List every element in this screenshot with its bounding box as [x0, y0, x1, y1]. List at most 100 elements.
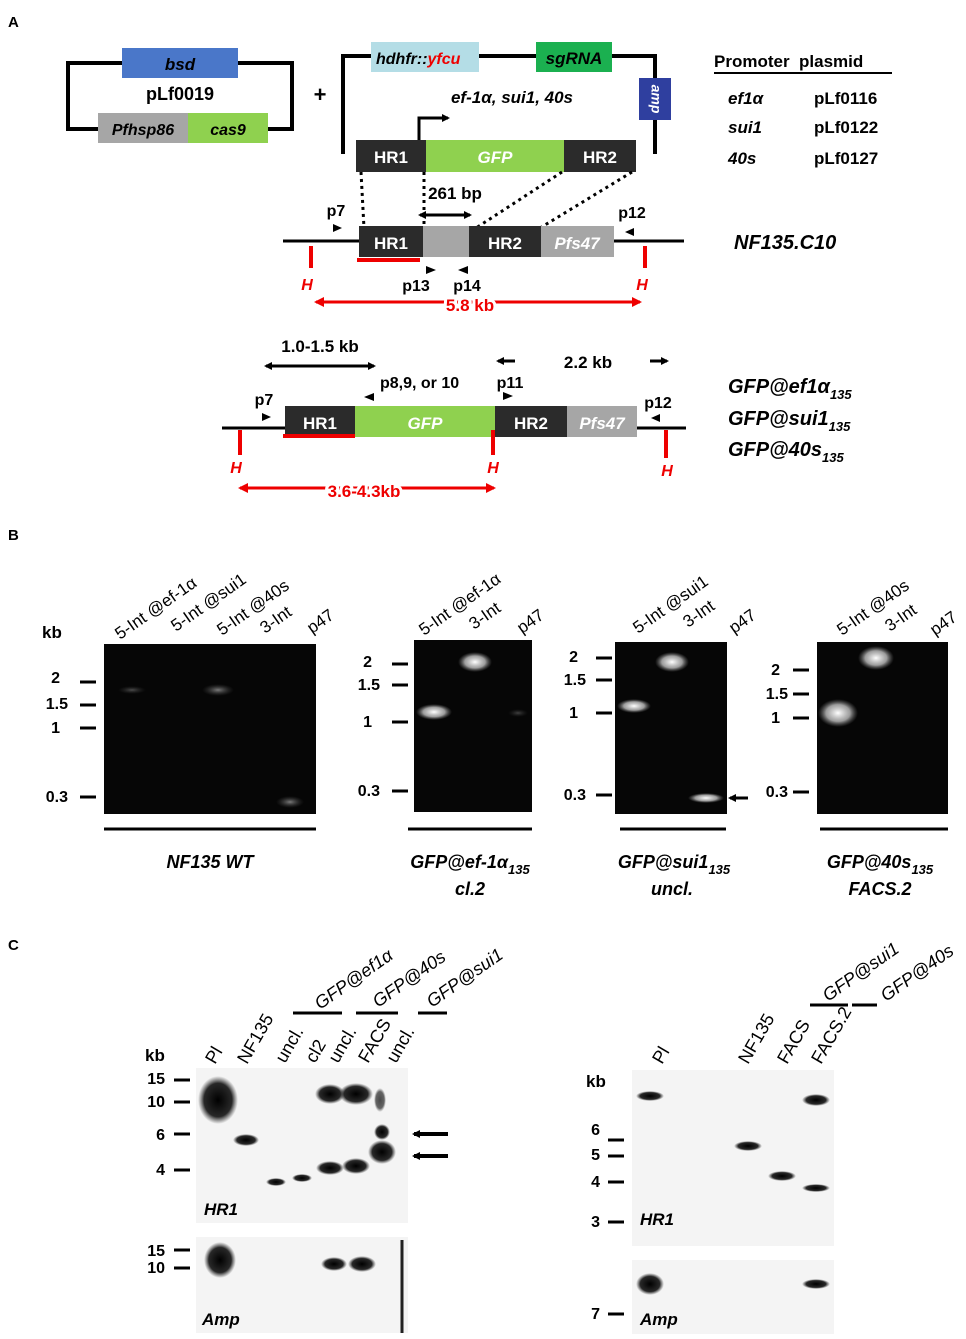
gel4-lane-3: p47 — [926, 607, 960, 639]
blotR-bm-7: 7 — [591, 1306, 600, 1323]
gel1-marker-2: 2 — [51, 670, 60, 687]
blotR-m-6: 6 — [591, 1122, 600, 1139]
gel2-marker-1: 1 — [363, 714, 372, 731]
wt-locus: 261 bp p7 p12 HR1 HR2 Pfs47 p13 p14 H H … — [283, 184, 836, 318]
gel3-marker-0-3: 0.3 — [564, 787, 586, 804]
sgrna-label: sgRNA — [546, 49, 603, 68]
bsd-label: bsd — [165, 55, 196, 74]
gel2-label: GFP@ef-1α135 — [410, 852, 530, 877]
gel1-label: NF135 WT — [166, 852, 255, 872]
southern-blot-left: Pl NF135 uncl. cl2 uncl. FACS uncl. GFP@… — [145, 944, 507, 1333]
mut-p7: p7 — [255, 392, 274, 409]
pfhsp86-label: Pfhsp86 — [112, 122, 174, 139]
wt-hr2: HR2 — [488, 234, 522, 253]
gel4-marker-1: 1 — [771, 710, 780, 727]
gel-gfp-ef1a: 5-Int @ef-1α 3-Int p47 2 1.5 1 0.3 GFP@e… — [358, 569, 548, 899]
wt-p13: p13 — [402, 278, 430, 295]
blotR-m-4: 4 — [591, 1174, 600, 1191]
mut-p11: p11 — [497, 375, 524, 392]
table-promoter-1: ef1α — [728, 89, 765, 108]
blotR-kb: kb — [586, 1072, 606, 1091]
gel3-label2: uncl. — [651, 879, 693, 899]
gel4-marker-2: 2 — [771, 662, 780, 679]
wt-5-8-kb: 5.8 kb — [446, 296, 494, 315]
southern-blot-right: Pl NF135 FACS FACS.2 GFP@sui1 GFP@40s kb… — [586, 938, 957, 1334]
mut-3-6-4-3-kb: 3.6-4.3kb — [328, 482, 401, 501]
range-1-0-1-5: 1.0-1.5 kb — [281, 337, 359, 356]
blotL-lane-1: Pl — [201, 1043, 226, 1067]
plasmid-pLf0019: bsd pLf0019 Pfhsp86 cas9 — [66, 48, 294, 143]
blotL-m-15: 15 — [147, 1071, 165, 1088]
table-plasmid-3: pLf0127 — [814, 149, 878, 168]
blotR-lane-2: NF135 — [734, 1010, 778, 1067]
bp-label: 261 bp — [428, 184, 482, 203]
gel-gfp-40s: 5-Int @40s 3-Int p47 2 1.5 1 0.3 GFP@40s… — [766, 576, 961, 899]
wt-h-right: H — [636, 277, 648, 294]
gel2-lane-3: p47 — [513, 605, 547, 637]
gel-gfp-sui1: 5-Int @sui1 3-Int p47 2 1.5 1 0.3 GFP@su… — [564, 572, 760, 899]
hdhfr-label: hdhfr::yfcu — [376, 51, 461, 68]
mut-h-2: H — [487, 460, 499, 477]
hr1-donor: HR1 — [374, 148, 408, 167]
blotL-m-6: 6 — [156, 1127, 165, 1144]
gel-nf135-wt: 5-Int @ef-1α 5-Int @sui1 5-Int @40s 3-In… — [46, 570, 338, 872]
gel4-label2: FACS.2 — [848, 879, 911, 899]
blotL-kb: kb — [145, 1046, 165, 1065]
wt-hr1: HR1 — [374, 234, 408, 253]
mut-name-3: GFP@40s135 — [728, 439, 844, 465]
blotL-bm-15: 15 — [147, 1243, 165, 1260]
blotR-m-5: 5 — [591, 1147, 600, 1164]
wt-strain-name: NF135.C10 — [734, 232, 836, 254]
gel1-marker-1-5: 1.5 — [46, 696, 68, 713]
gel2-label2: cl.2 — [455, 879, 485, 899]
blotL-bm-10: 10 — [147, 1260, 165, 1277]
mut-name-2: GFP@sui1135 — [728, 408, 851, 434]
mut-pfs47: Pfs47 — [579, 414, 626, 433]
panel-a-label: A — [8, 14, 19, 31]
gel2-marker-1-5: 1.5 — [358, 677, 380, 694]
amp-label: amp — [648, 85, 664, 114]
blotR-lane-3: FACS — [773, 1016, 814, 1067]
gel3-marker-1-5: 1.5 — [564, 672, 586, 689]
panel-b-label: B — [8, 527, 19, 544]
table-promoter-3: 40s — [727, 149, 756, 168]
blotR-m-3: 3 — [591, 1214, 600, 1231]
gel4-marker-1-5: 1.5 — [766, 686, 788, 703]
gel2-marker-0-3: 0.3 — [358, 783, 380, 800]
blotR-lane-4: FACS.2 — [807, 1003, 855, 1067]
blotL-lane-5: uncl. — [324, 1023, 360, 1066]
gel3-marker-2: 2 — [569, 649, 578, 666]
range-2-2: 2.2 kb — [564, 353, 612, 372]
mut-name-1: GFP@ef1α135 — [728, 376, 852, 402]
gel4-label: GFP@40s135 — [827, 852, 934, 877]
plus-sign: + — [314, 82, 327, 107]
gel4-marker-0-3: 0.3 — [766, 784, 788, 801]
mut-gfp: GFP — [408, 414, 444, 433]
wt-h-left: H — [301, 277, 313, 294]
plasmid-donor: hdhfr::yfcu sgRNA amp ef-1α, sui1, 40s H… — [341, 42, 671, 172]
mut-h-1: H — [230, 460, 242, 477]
blotL-m-4: 4 — [156, 1162, 165, 1179]
promoter-table: Promoter plasmid ef1α pLf0116 sui1 pLf01… — [714, 52, 892, 168]
mut-h-3: H — [661, 463, 673, 480]
blotL-m-10: 10 — [147, 1094, 165, 1111]
plasmid1-name: pLf0019 — [146, 84, 214, 104]
mut-hr1: HR1 — [303, 414, 337, 433]
table-plasmid-2: pLf0122 — [814, 118, 878, 137]
crossover-lines — [359, 170, 633, 230]
table-promoter-2: sui1 — [728, 118, 762, 137]
mutant-locus: 1.0-1.5 kb 2.2 kb p8,9, or 10 p11 p7 p12… — [222, 337, 852, 504]
table-header: Promoter plasmid — [714, 52, 863, 71]
blotL-lane-4: cl2 — [301, 1036, 330, 1066]
promoter-list: ef-1α, sui1, 40s — [451, 88, 573, 107]
gfp-donor: GFP — [478, 148, 514, 167]
blotL-amp: Amp — [201, 1310, 240, 1329]
gel2-marker-2: 2 — [363, 654, 372, 671]
hr2-donor: HR2 — [583, 148, 617, 167]
mut-primers: p8,9, or 10 — [380, 375, 459, 392]
gel-kb-label: kb — [42, 623, 62, 642]
blotL-lane-3: uncl. — [271, 1023, 307, 1066]
cas9-label: cas9 — [210, 122, 246, 139]
wt-p12: p12 — [618, 205, 646, 222]
